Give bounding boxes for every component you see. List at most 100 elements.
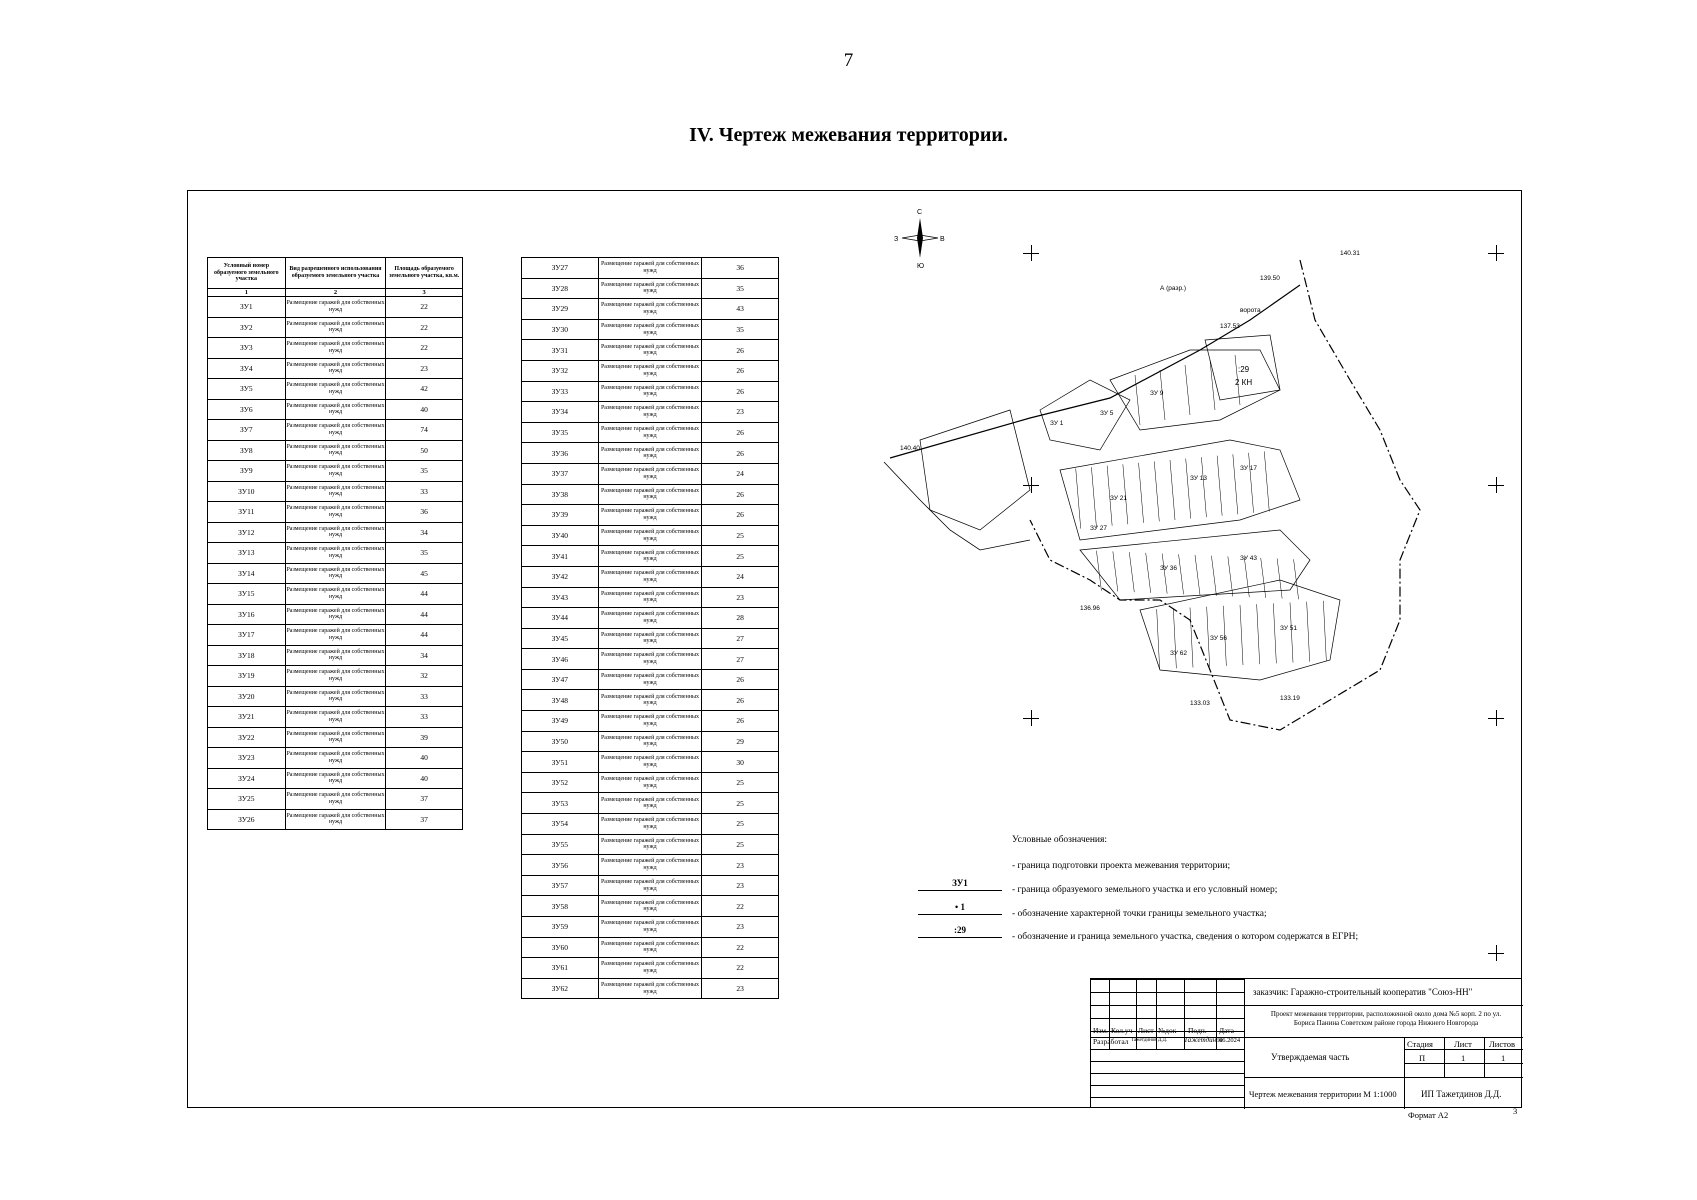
stamp-col-izm: Изм. xyxy=(1093,1026,1108,1035)
grid-cross-1 xyxy=(1023,245,1039,261)
garage-block-5 xyxy=(1139,579,1341,681)
stamp-grid-row-line xyxy=(1091,1097,1244,1098)
stamp-line-1 xyxy=(1244,1005,1523,1006)
use-type-cell: Размещение гаражей для собственных нужд xyxy=(597,854,703,876)
stamp-project: Проект межевания территории, расположенн… xyxy=(1270,1010,1502,1027)
stamp-grid-col-line xyxy=(1216,979,1217,1049)
area-cell: 26 xyxy=(701,421,779,444)
parcel-number-cell: ЗУ16 xyxy=(207,603,286,625)
area-cell: 23 xyxy=(701,874,779,897)
stamp-divider-v2 xyxy=(1404,1037,1405,1109)
garage-division-line xyxy=(1154,461,1160,522)
parcel-29 xyxy=(919,409,1031,531)
garage-division-line xyxy=(1223,605,1227,666)
use-type-cell: Размещение гаражей для собственных нужд xyxy=(597,957,703,979)
area-cell: 22 xyxy=(701,957,779,979)
parcel-29-label: :29 xyxy=(1238,365,1250,374)
stamp-grid-col-line xyxy=(1156,979,1157,1049)
area-cell: 27 xyxy=(701,648,779,670)
parcel-number-cell: ЗУ33 xyxy=(521,380,599,403)
parcel-number-cell: ЗУ13 xyxy=(207,542,286,564)
garage-division-line xyxy=(1234,354,1241,406)
parcel-number-cell: ЗУ1 xyxy=(207,296,286,318)
garage-division-line xyxy=(1184,364,1191,416)
garage-division-line xyxy=(1239,604,1244,666)
use-type-cell: Размещение гаражей для собственных нужд xyxy=(597,668,703,691)
grid-cross-2 xyxy=(1488,245,1504,261)
use-type-cell: Размещение гаражей для собственных нужд xyxy=(284,644,387,666)
stamp-col-list: Лист xyxy=(1138,1026,1154,1035)
use-type-cell: Размещение гаражей для собственных нужд xyxy=(597,792,703,815)
use-type-cell: Размещение гаражей для собственных нужд xyxy=(597,380,703,403)
garage-division-line xyxy=(1323,600,1327,661)
parcel-number-cell: ЗУ19 xyxy=(207,665,286,687)
legend-symbol-4: :29 xyxy=(918,925,1002,938)
parcel-number-cell: ЗУ39 xyxy=(521,504,599,526)
use-type-cell: Размещение гаражей для собственных нужд xyxy=(284,562,387,584)
parcel-number-cell: ЗУ59 xyxy=(521,916,599,938)
page-title: IV. Чертеж межевания территории. xyxy=(689,124,1008,146)
use-type-cell: Размещение гаражей для собственных нужд xyxy=(597,730,703,753)
stamp-line-5 xyxy=(1404,1063,1523,1064)
use-type-cell: Размещение гаражей для собственных нужд xyxy=(597,751,703,773)
stamp-date: 06.2024 xyxy=(1219,1037,1241,1044)
use-type-cell: Размещение гаражей для собственных нужд xyxy=(597,504,703,526)
use-type-cell: Размещение гаражей для собственных нужд xyxy=(597,339,703,361)
use-type-cell: Размещение гаражей для собственных нужд xyxy=(597,813,703,835)
garage-division-line xyxy=(1264,451,1270,512)
parcel-number-cell: ЗУ17 xyxy=(207,624,286,646)
project-boundary xyxy=(883,259,1421,731)
use-type-cell: Размещение гаражей для собственных нужд xyxy=(597,895,703,917)
parcel-number-cell: ЗУ4 xyxy=(207,357,286,379)
garage-division-line xyxy=(1248,452,1254,513)
legend-item-1: - граница подготовки проекта межевания т… xyxy=(1012,861,1231,871)
parcel-number-cell: ЗУ18 xyxy=(207,644,286,666)
parcel-table-left: Условный номер образуемого земельного уч… xyxy=(207,257,463,830)
area-cell: 44 xyxy=(385,603,463,625)
zu-label-51: ЗУ 51 xyxy=(1280,625,1297,632)
use-type-cell: Размещение гаражей для собственных нужд xyxy=(597,833,703,856)
area-cell: 50 xyxy=(385,439,463,461)
garage-division-line xyxy=(1289,602,1294,663)
use-type-cell: Размещение гаражей для собственных нужд xyxy=(284,788,387,810)
area-cell: 22 xyxy=(701,895,779,917)
area-cell: 26 xyxy=(701,710,779,732)
area-cell: 37 xyxy=(385,808,463,830)
elevation-2: 139.50 xyxy=(1260,275,1280,282)
use-type-cell: Размещение гаражей для собственных нужд xyxy=(284,685,387,707)
stamp-divider-v xyxy=(1244,979,1245,1109)
use-type-cell: Размещение гаражей для собственных нужд xyxy=(597,462,703,485)
parcel-number-cell: ЗУ9 xyxy=(207,460,286,482)
area-cell: 25 xyxy=(701,833,779,856)
header-num-2: 2 xyxy=(284,288,387,297)
garage-divisions xyxy=(1075,354,1327,670)
elevation-3: 137.53 xyxy=(1220,323,1240,330)
use-type-cell: Размещение гаражей для собственных нужд xyxy=(284,521,387,543)
legend-line-4 xyxy=(918,937,1002,938)
stamp-col-ndok: №док xyxy=(1158,1026,1177,1035)
parcel-number-cell: ЗУ42 xyxy=(521,565,599,588)
parcel-number-cell: ЗУ15 xyxy=(207,583,286,605)
stamp-part: Утверждаемая часть xyxy=(1271,1052,1350,1062)
use-type-cell: Размещение гаражей для собственных нужд xyxy=(597,771,703,794)
area-cell: 43 xyxy=(701,298,779,320)
garage-division-line xyxy=(1156,609,1160,670)
garage-division-line xyxy=(1075,468,1081,529)
stamp-stage-header: Стадия xyxy=(1407,1039,1433,1049)
